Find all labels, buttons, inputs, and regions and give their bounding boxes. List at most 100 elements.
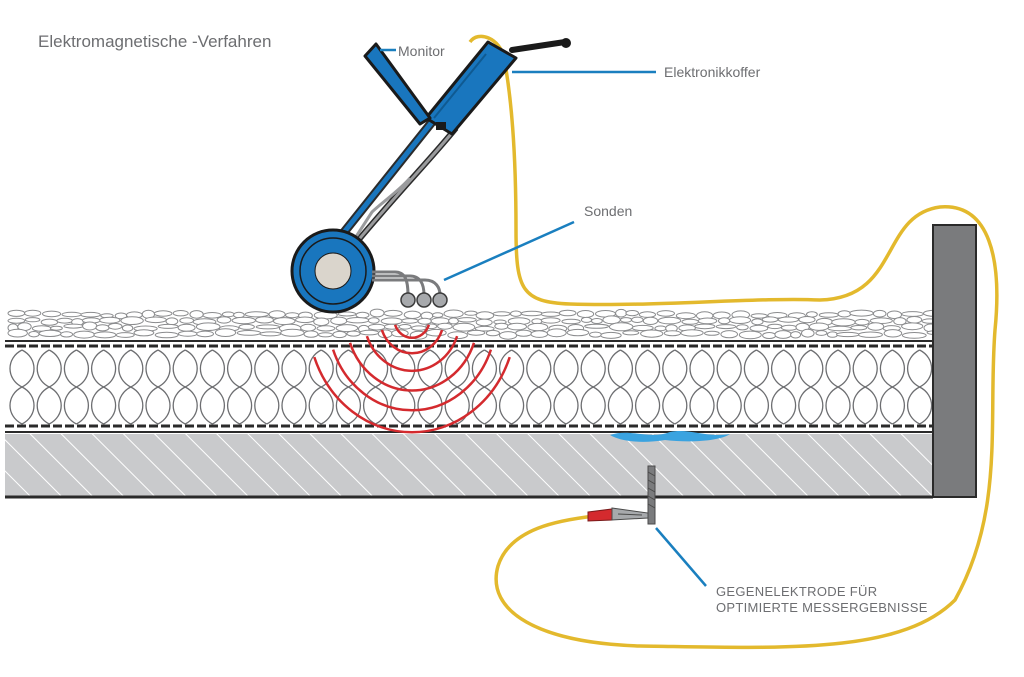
gravel-stone <box>172 310 189 317</box>
gravel-stone <box>566 328 590 337</box>
gravel-stone <box>901 332 927 339</box>
gravel-stone <box>359 329 380 336</box>
gravel-stone <box>738 330 762 340</box>
gravel-stone <box>332 330 347 339</box>
gravel-stone <box>255 316 274 324</box>
gravel-stone <box>736 324 749 331</box>
gravel-stone <box>527 322 549 332</box>
gravel-stone <box>107 322 123 330</box>
gravel-stone <box>144 316 167 324</box>
top-membrane <box>5 340 933 348</box>
gravel-stone <box>808 322 830 331</box>
gravel-stone <box>177 323 196 332</box>
wave-arc <box>313 356 511 434</box>
gravel-stone <box>466 329 486 336</box>
insulation-loop <box>607 349 634 425</box>
gravel-stone <box>7 309 26 317</box>
gravel-stone <box>56 317 73 324</box>
gravel-stone <box>591 318 603 324</box>
gravel-stone <box>367 317 380 324</box>
gravel-stone <box>221 311 235 318</box>
gravel-stone <box>584 323 609 329</box>
gravel-stone <box>485 329 500 337</box>
wheel-icon <box>290 228 376 314</box>
measuring-trolley-icon <box>290 38 571 314</box>
gravel-stone <box>827 325 853 332</box>
gravel-stone <box>432 312 444 318</box>
gravel-stone <box>681 318 700 325</box>
wave-arc <box>365 335 459 373</box>
gravel-stone <box>883 329 903 338</box>
gravel-stone <box>157 323 179 329</box>
gravel-stone <box>177 330 198 337</box>
gravel-stone <box>475 318 493 327</box>
gravel-stone <box>656 310 675 317</box>
gravel-stone <box>790 331 802 339</box>
gravel-stone <box>515 329 532 337</box>
insulation-loop <box>199 349 226 425</box>
insulation-loop <box>526 349 552 425</box>
gravel-stone <box>154 331 179 339</box>
gravel-stone <box>715 324 737 330</box>
wave-arc <box>331 349 493 412</box>
gravel-stone <box>303 330 319 338</box>
gravel-stone <box>120 316 144 326</box>
gravel-stone <box>403 310 422 319</box>
gravel-stone <box>214 328 237 338</box>
gravel-stone <box>24 309 42 317</box>
gravel-stone <box>50 325 63 331</box>
gravel-stone <box>345 317 370 324</box>
leader-probes <box>443 220 575 282</box>
gravel-stone <box>831 318 856 327</box>
probe-icon <box>372 270 448 308</box>
insulation-loop <box>689 349 715 425</box>
insulation-loop <box>634 349 661 425</box>
measurement-cable <box>468 34 999 650</box>
gravel-stone <box>815 330 828 336</box>
gravel-stone <box>273 317 296 326</box>
insulation-loop <box>798 349 824 425</box>
gravel-stone <box>295 316 315 324</box>
gravel-stone <box>369 308 385 318</box>
gravel-stone <box>60 331 74 338</box>
gravel-stone <box>95 324 110 332</box>
gravel-stone <box>640 329 664 338</box>
label-counter-electrode-line2: OPTIMIERTE MESSERGEBNISSE <box>716 600 928 615</box>
gravel-stone <box>73 330 95 339</box>
gravel-stone <box>492 311 511 317</box>
gravel-stone <box>280 328 305 337</box>
gravel-stone <box>417 317 432 325</box>
leader-counter-electrode <box>655 527 707 587</box>
insulation-loop <box>254 349 280 425</box>
gravel-stone <box>780 324 798 331</box>
gravel-stone <box>443 309 464 318</box>
gravel-stone <box>697 317 718 325</box>
gravel-stone <box>401 318 419 324</box>
gravel-stone <box>268 310 286 319</box>
gravel-stone <box>680 329 704 337</box>
wave-arc <box>380 329 444 355</box>
gravel-stone <box>80 311 101 318</box>
insulation-loop <box>770 349 797 425</box>
gravel-stone <box>767 323 783 330</box>
gravel-stone <box>510 310 522 317</box>
gravel-stone <box>202 312 222 319</box>
gravel-stone <box>906 316 923 324</box>
gravel-stone <box>657 316 682 325</box>
gravel-stone <box>546 328 567 338</box>
gravel-stone <box>850 325 868 331</box>
label-counter-electrode-line1: GEGENELEKTRODE FÜR <box>716 584 877 599</box>
gravel-stone <box>530 330 549 338</box>
gravel-stone <box>849 309 874 317</box>
diagram-title: Elektromagnetische -Verfahren <box>38 32 271 51</box>
insulation-loop <box>906 349 933 425</box>
gravel-stone <box>901 311 924 317</box>
gravel-stone <box>619 317 633 323</box>
handle-grip <box>509 39 568 53</box>
gravel-stone <box>236 330 262 336</box>
insulation-loop <box>36 349 62 425</box>
gravel-stone <box>42 310 62 318</box>
insulation-loop <box>308 349 334 425</box>
gravel-stone <box>346 330 361 337</box>
gravel-stone <box>494 322 509 330</box>
